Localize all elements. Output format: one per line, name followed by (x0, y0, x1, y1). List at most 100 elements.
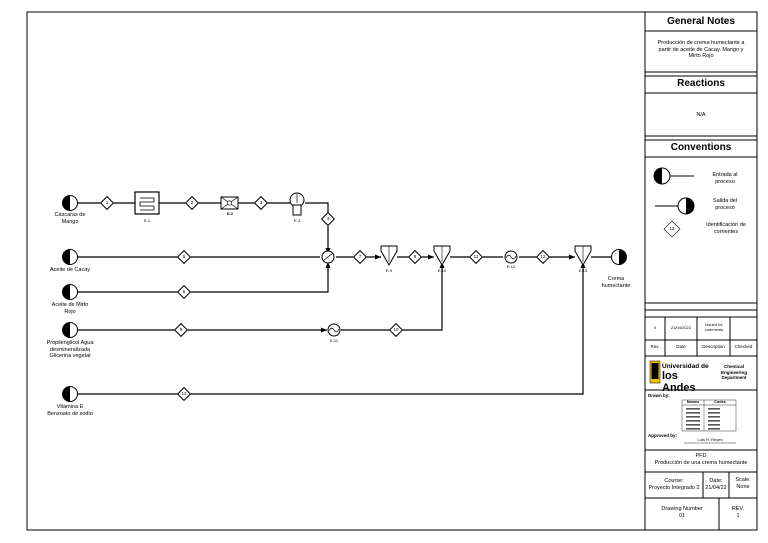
convention-stream-id-icon (663, 220, 681, 238)
equipment-e9-mixer-icon (380, 245, 398, 267)
rev-row-rev: 0 (653, 325, 657, 330)
input-cacay-label: Aceite de Cacay (49, 267, 91, 273)
stream-6-marker: 6 (176, 284, 192, 300)
stream-2-marker: 2 (184, 195, 200, 211)
course-label: Course: (664, 478, 684, 484)
equipment-e11-label: E-11 (329, 338, 339, 343)
process-lines (77, 202, 611, 395)
equipment-e12-label: E-12 (506, 264, 516, 269)
stream-10-marker: 10 (388, 322, 404, 338)
stream-number: 12 (540, 254, 546, 259)
drawing-number-label: Drawing Number (661, 506, 703, 512)
university-name-line2: los Andes (662, 370, 696, 394)
rev-header-rev: Rev. (650, 344, 660, 349)
approver-name: Luis H. Reyes (697, 437, 723, 442)
date-value: 21/04/22 (705, 485, 727, 491)
rev-value: 1 (736, 513, 740, 519)
equipment-e9-label: E-9 (385, 268, 393, 273)
equipment-e10-mixer-icon (433, 245, 451, 267)
stream-number: 13 (181, 391, 187, 396)
university-logo (649, 360, 661, 384)
reactions-text: N/A (696, 112, 706, 118)
input-cascaras-icon (62, 195, 78, 211)
mixing-node-icon (321, 250, 335, 264)
course-value: Proyecto Integrado 2 (648, 485, 700, 491)
rev-row-description: Issued for comments (704, 322, 724, 332)
drawn-by-label: Drawn by: (648, 393, 670, 398)
stream-number: 9 (179, 327, 183, 332)
drawn-by-entries (686, 408, 720, 430)
convention-stream-id-label: Identificación de corrientes (706, 222, 746, 235)
stream-number: 3 (259, 200, 263, 205)
approved-by-label: Approved by: (648, 433, 678, 438)
stream-8-marker: 8 (407, 249, 423, 265)
output-crema-icon (611, 249, 627, 265)
pfd-label: PFD (695, 453, 707, 459)
rev-header-checked: Checked (734, 344, 753, 349)
input-vitamina-label: Vitamina E Benzoato de sodio (47, 404, 93, 417)
input-vitamina-icon (62, 386, 78, 402)
drawn-by-table (681, 399, 737, 432)
equipment-e13-mixer-icon (574, 245, 592, 267)
input-mezcla-label: Propilenglicol Agua desmineralizada Glic… (46, 340, 94, 359)
rev-header-description: Description (702, 344, 725, 349)
stream-number: 8 (413, 254, 417, 259)
convention-salida-icon (655, 197, 695, 215)
equipment-e10-label: E-10 (437, 268, 447, 273)
rev-header-date: Date (676, 344, 686, 349)
title-block-dividers (645, 30, 757, 530)
codes-header: Codes (714, 400, 726, 404)
equipment-e1-dryer-icon (134, 191, 160, 215)
equipment-e2-mill-icon (220, 196, 239, 210)
university-name-line1: Universidad de (662, 363, 709, 370)
equipment-e12-cooler-icon (504, 250, 518, 264)
stream-number: 10 (393, 327, 399, 332)
stream-number: 6 (182, 289, 186, 294)
convention-entrada-label: Entrada al proceso (712, 172, 738, 185)
convention-stream-id-number: 12 (669, 226, 675, 231)
title-block-frame (644, 11, 758, 531)
equipment-e3-label: E-3 (293, 218, 301, 223)
stream-number: 7 (358, 254, 362, 259)
date-label: Date: (709, 478, 723, 484)
stream-12-marker: 12 (535, 249, 551, 265)
stream-4-marker: 4 (320, 211, 336, 227)
stream-number: 2 (190, 200, 194, 205)
stream-9-marker: 9 (173, 322, 189, 338)
department-name: Chemical Engineering Department (720, 364, 747, 380)
stream-5-marker: 5 (176, 249, 192, 265)
stream-number: 1 (105, 200, 109, 205)
stream-number: 11 (473, 254, 479, 259)
stream-13-marker: 13 (176, 386, 192, 402)
convention-entrada-icon (653, 167, 694, 185)
reactions-title: Reactions (677, 78, 725, 89)
scale-value: None (736, 484, 750, 490)
scale-label: Scale: (735, 477, 751, 483)
conventions-title: Conventions (670, 142, 732, 153)
equipment-e3-extractor-icon (289, 192, 305, 216)
rev-label: REV. (731, 506, 745, 512)
equipment-e1-label: E-1 (143, 218, 151, 223)
input-cacay-icon (62, 249, 78, 265)
stream-7-marker: 7 (352, 249, 368, 265)
input-mirto-label: Aceite de Mirto Rojo (51, 302, 89, 315)
equipment-e2-label: E-2 (226, 211, 234, 216)
stream-number: 5 (182, 254, 186, 259)
stream-number: 4 (326, 216, 330, 221)
convention-salida-label: Salida del proceso (712, 198, 738, 211)
stream-11-marker: 11 (468, 249, 484, 265)
pfd-title: Producción de una crema humectante (654, 460, 748, 466)
equipment-e13-label: E-13 (578, 268, 588, 273)
input-cascaras-label: Cáscaras de Mango (54, 212, 86, 225)
rev-row-date: 21/04/2022 (670, 325, 692, 330)
equipment-e11-heater-icon (327, 323, 341, 337)
output-crema-label: Crema humectante (601, 276, 631, 289)
general-notes-text: Producción de crema humectante a partir … (657, 40, 745, 59)
general-notes-title: General Notes (667, 16, 735, 27)
input-mezcla-icon (62, 322, 78, 338)
drawing-number-value: 01 (678, 513, 686, 519)
input-mirto-icon (62, 284, 78, 300)
stream-1-marker: 1 (99, 195, 115, 211)
stream-3-marker: 3 (253, 195, 269, 211)
